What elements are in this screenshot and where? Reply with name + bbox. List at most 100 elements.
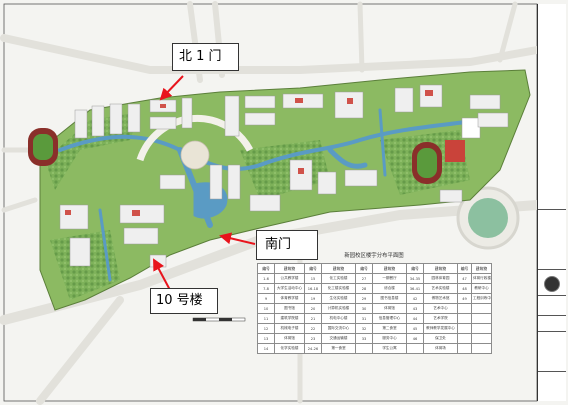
legend-building-cell: 保卫处 bbox=[423, 333, 458, 344]
legend-building-cell: 体育馆 bbox=[274, 333, 305, 344]
legend-number-cell: 34-35 bbox=[406, 273, 424, 284]
drawing-title-block bbox=[537, 4, 566, 401]
legend-building-cell: 教研中心 bbox=[471, 283, 492, 294]
legend-building-cell bbox=[471, 343, 492, 354]
legend-number-cell: 9 bbox=[257, 293, 275, 304]
south-gate-label: 南门 bbox=[256, 230, 318, 260]
legend-row: 9体育教学楼19生化实验楼29图书信息楼42博物艺术馆49工程训练中心 bbox=[257, 293, 492, 304]
legend-number-cell: 44 bbox=[406, 313, 424, 324]
legend-number-cell: 33 bbox=[355, 333, 373, 344]
building-accents bbox=[65, 90, 433, 216]
buildings bbox=[59, 84, 509, 268]
legend-building-cell: 生化实验楼 bbox=[321, 293, 356, 304]
north-gate-label: 北 1 门 bbox=[172, 43, 239, 71]
legend-header-cell: 建筑物 bbox=[372, 263, 407, 274]
legend-building-cell: 化工实验楼 bbox=[321, 273, 356, 284]
school-emblem-icon bbox=[544, 276, 560, 292]
legend-number-cell: 21 bbox=[304, 313, 322, 324]
legend-building-cell: 化工楼实验楼 bbox=[321, 283, 356, 294]
legend-number-cell: 14 bbox=[257, 343, 275, 354]
legend-header-cell: 建筑物 bbox=[423, 263, 458, 274]
legend-number-cell: 36-41 bbox=[406, 283, 424, 294]
legend-building-cell: 服务中心 bbox=[372, 333, 407, 344]
building-10-label: 10 号楼 bbox=[150, 288, 218, 314]
title-block-cell bbox=[538, 295, 566, 316]
legend-number-cell: 31 bbox=[355, 313, 373, 324]
legend-building-cell: 工程训练中心 bbox=[471, 293, 492, 304]
legend-number-cell: 27 bbox=[355, 273, 373, 284]
legend-number-cell: 47 bbox=[457, 273, 472, 284]
building-10-label-text: 10 号楼 bbox=[156, 293, 203, 308]
legend-building-cell: 机电中心楼 bbox=[321, 313, 356, 324]
legend-number-cell: 11 bbox=[257, 313, 275, 324]
scale-bar bbox=[192, 317, 246, 322]
legend-header-cell: 编号 bbox=[304, 263, 322, 274]
building-10-arrow bbox=[153, 258, 171, 291]
legend-number-cell: 19 bbox=[304, 293, 322, 304]
legend-building-cell: 建筑学院楼 bbox=[274, 313, 305, 324]
legend-number-cell: 1-6 bbox=[257, 273, 275, 284]
legend-header-cell: 编号 bbox=[355, 263, 373, 274]
legend-building-cell: 体育行政楼 bbox=[471, 273, 492, 284]
legend-number-cell: 13 bbox=[257, 333, 275, 344]
legend-header-cell: 建筑物 bbox=[274, 263, 305, 274]
legend-number-cell: 43 bbox=[406, 303, 424, 314]
legend-number-cell bbox=[457, 323, 472, 334]
legend-number-cell: 7-8 bbox=[257, 283, 275, 294]
legend-building-cell bbox=[471, 313, 492, 324]
legend-building-cell: 大学生活动中心 bbox=[274, 283, 305, 294]
pointer-arrows bbox=[153, 75, 256, 291]
legend-building-cell bbox=[471, 303, 492, 314]
legend-building-cell: 艺术中心 bbox=[423, 303, 458, 314]
legend-number-cell: 45 bbox=[406, 323, 424, 334]
legend-building-cell: 信息管理中心 bbox=[372, 313, 407, 324]
legend-building-cell: 艺术实验楼 bbox=[423, 283, 458, 294]
legend-building-cell: 计算机实验楼 bbox=[321, 303, 356, 314]
legend-building-cell: 国际交流中心 bbox=[321, 323, 356, 334]
sports-field-west bbox=[28, 128, 58, 166]
legend-title: 新园校区楼宇分布平面图 bbox=[344, 253, 404, 259]
title-block-cell bbox=[538, 331, 566, 372]
legend-number-cell: 12 bbox=[257, 323, 275, 334]
legend-number-cell: 10 bbox=[257, 303, 275, 314]
legend-building-cell: 图书馆 bbox=[274, 303, 305, 314]
legend-building-cell: 艺术学院 bbox=[423, 313, 458, 324]
legend-number-cell: 15 bbox=[304, 273, 322, 284]
legend-building-cell: 博物艺术馆 bbox=[423, 293, 458, 304]
legend-header-cell: 编号 bbox=[457, 263, 472, 274]
legend-header-cell: 编号 bbox=[257, 263, 275, 274]
legend-number-cell: 30 bbox=[355, 303, 373, 314]
legend-building-cell: 体育教学楼 bbox=[274, 293, 305, 304]
legend-number-cell: 24-26 bbox=[304, 343, 322, 354]
legend-building-cell: 综合楼 bbox=[372, 283, 407, 294]
legend-number-cell: 32 bbox=[355, 323, 373, 334]
legend-number-cell bbox=[457, 343, 472, 354]
legend-number-cell bbox=[457, 333, 472, 344]
court-block bbox=[461, 117, 481, 139]
legend-number-cell: 22 bbox=[304, 323, 322, 334]
legend-header-cell: 建筑物 bbox=[471, 263, 492, 274]
legend-number-cell: 42 bbox=[406, 293, 424, 304]
legend-number-cell bbox=[355, 343, 373, 354]
legend-building-cell: 第二食堂 bbox=[372, 323, 407, 334]
legend-number-cell: 48 bbox=[457, 283, 472, 294]
legend-building-cell: 一期餐厅 bbox=[372, 273, 407, 284]
legend-building-cell: 第一食堂 bbox=[321, 343, 356, 354]
sports-field-east bbox=[412, 142, 442, 184]
legend-building-cell: 体育馆 bbox=[372, 303, 407, 314]
title-block-emblem-cell bbox=[538, 269, 566, 296]
south-gate-arrow bbox=[219, 232, 256, 245]
legend-number-cell: 29 bbox=[355, 293, 373, 304]
title-block-cell bbox=[538, 315, 566, 332]
title-block-cell bbox=[538, 209, 566, 270]
